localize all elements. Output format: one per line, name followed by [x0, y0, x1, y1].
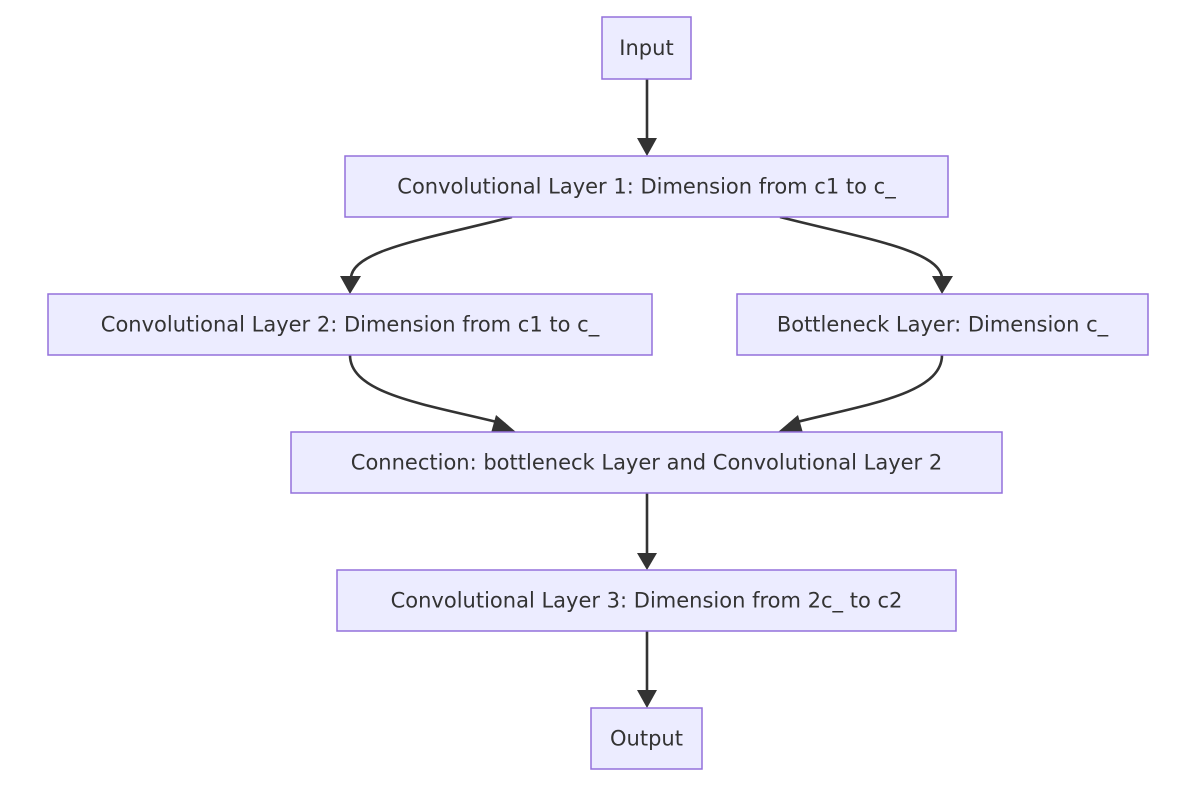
node-input[interactable]: Input [601, 16, 692, 80]
node-conv3-box [336, 569, 957, 632]
edge-conv1-to-bottleneck [779, 215, 944, 279]
node-bottleneck-label: Bottleneck Layer: Dimension c_ [777, 313, 1109, 338]
arrowhead-conv3-to-output [637, 690, 657, 708]
node-conv1[interactable]: Convolutional Layer 1: Dimension from c1… [344, 155, 949, 218]
arrowhead-input-to-conv1 [637, 138, 657, 156]
arrowhead-conv1-to-conv2 [340, 276, 361, 294]
edge-conv1-to-conv2 [349, 215, 513, 279]
node-bottleneck[interactable]: Bottleneck Layer: Dimension c_ [736, 293, 1149, 356]
arrowhead-connection-to-conv3 [637, 553, 657, 570]
node-conv2[interactable]: Convolutional Layer 2: Dimension from c1… [47, 293, 653, 356]
node-output-box [590, 707, 703, 770]
node-input-box [601, 16, 692, 80]
edges [340, 79, 953, 708]
node-conv2-box [47, 293, 653, 356]
node-conv2-label: Convolutional Layer 2: Dimension from c1… [101, 313, 600, 338]
node-input-label: Input [619, 36, 673, 60]
node-conv1-box [344, 155, 949, 218]
node-conv3[interactable]: Convolutional Layer 3: Dimension from 2c… [336, 569, 957, 632]
arrowhead-bottleneck-to-connection [778, 415, 803, 433]
node-connection-box [290, 431, 1003, 494]
arrowhead-conv2-to-connection [491, 415, 516, 433]
node-connection[interactable]: Connection: bottleneck Layer and Convolu… [290, 431, 1003, 494]
edge-bottleneck-to-connection [788, 354, 944, 426]
node-connection-label: Connection: bottleneck Layer and Convolu… [351, 451, 942, 475]
node-output[interactable]: Output [590, 707, 703, 770]
node-output-label: Output [610, 727, 683, 751]
node-bottleneck-box [736, 293, 1149, 356]
node-conv3-label: Convolutional Layer 3: Dimension from 2c… [391, 589, 903, 614]
arrowhead-conv1-to-bottleneck [932, 276, 953, 294]
edge-conv2-to-connection [348, 354, 506, 426]
node-conv1-label: Convolutional Layer 1: Dimension from c1… [397, 175, 896, 200]
